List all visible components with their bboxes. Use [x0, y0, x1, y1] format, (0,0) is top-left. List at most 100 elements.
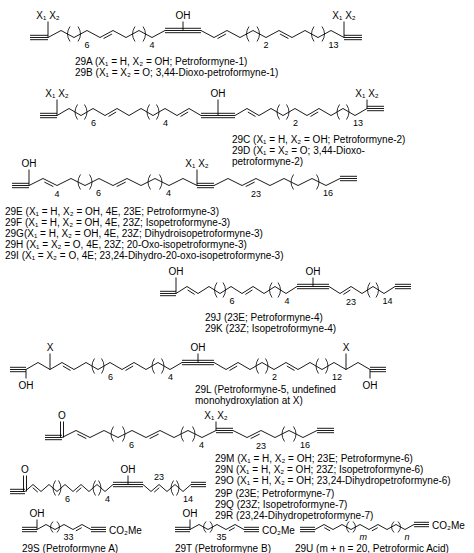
locant-number: 12	[331, 372, 343, 382]
bond-line	[12, 185, 29, 186]
bond-line	[99, 179, 113, 186]
locant-number: 14	[382, 296, 394, 306]
bond-line	[334, 363, 346, 370]
bond-line	[313, 288, 329, 289]
bond-line	[60, 422, 61, 438]
bond-line	[303, 431, 317, 438]
bond-line	[216, 432, 233, 433]
bond-line	[90, 431, 104, 438]
bond-line	[370, 371, 386, 372]
locant-number: 6	[229, 296, 236, 306]
bond-line	[122, 363, 134, 370]
locant-number: m	[359, 532, 369, 542]
bond-line	[104, 34, 112, 38]
repeat-bracket	[291, 175, 294, 190]
compound-caption: 29Q (23Z; Isopetroformyne-7)	[215, 499, 347, 510]
bond-line	[175, 531, 190, 532]
repeat-bracket	[162, 359, 165, 374]
atom-label: X₁ X₂	[354, 88, 379, 99]
bond-line	[218, 117, 235, 118]
compound-caption: 29A (X₁ = H, X₂ = OH; Petroformyne-1)	[75, 56, 247, 67]
locant-number: 33	[63, 532, 75, 542]
bond-line	[48, 31, 61, 38]
bond-line	[351, 287, 362, 294]
bond-line	[110, 363, 122, 370]
bond-line	[197, 185, 214, 186]
atom-label: X₁ X₂	[44, 88, 69, 99]
bond-line	[62, 431, 76, 438]
repeat-bracket	[111, 427, 114, 442]
bond-line	[10, 491, 25, 492]
bond-line	[44, 182, 53, 186]
bond-line	[154, 488, 159, 492]
bond-line	[160, 295, 176, 296]
bond-line	[298, 363, 310, 370]
bond-line	[22, 527, 37, 528]
bond-line	[326, 179, 340, 186]
repeat-bracket	[316, 359, 319, 374]
locant-number: 2	[263, 40, 270, 50]
locant-number: 2	[292, 118, 299, 128]
bond-line	[266, 31, 279, 38]
atom-label: X	[342, 342, 351, 353]
repeat-bracket	[78, 175, 81, 190]
compound-caption: 29P (23E; Petroformyne-7)	[215, 488, 334, 499]
bond-line	[176, 287, 187, 294]
bond-line	[300, 529, 315, 530]
bond-line	[10, 493, 25, 494]
bond-line	[165, 109, 177, 116]
bond-line	[247, 109, 259, 116]
bond-line	[23, 476, 24, 492]
bond-line	[317, 432, 334, 433]
bond-line	[369, 525, 378, 530]
atom-label: OH	[168, 266, 185, 277]
bond-line	[340, 180, 357, 181]
repeat-bracket	[282, 427, 285, 442]
compound-caption: 29K (23Z; Isopetroformyne-4)	[205, 323, 336, 334]
atom-label: OH	[120, 464, 137, 475]
bond-line	[235, 109, 247, 116]
bond-line	[113, 482, 128, 483]
bond-line	[274, 363, 286, 370]
bond-line	[414, 526, 429, 527]
bond-line	[64, 525, 73, 530]
compound-caption: 29H (X₁ = X₂ = O, 4E, 23Z; 20-Oxo-isopet…	[5, 239, 247, 250]
bond-line	[414, 522, 429, 523]
bond-line	[324, 525, 333, 530]
bond-line	[117, 109, 129, 116]
atom-label: OH	[21, 158, 38, 169]
bond-line	[165, 28, 183, 29]
bond-line	[358, 363, 370, 370]
bond-line	[242, 287, 253, 294]
compound-caption: 29S (Petroformyne A)	[22, 543, 118, 553]
repeat-bracket	[204, 522, 207, 533]
locant-number: 4	[165, 188, 172, 198]
bond-line	[244, 527, 259, 528]
bond-line	[340, 287, 351, 294]
bond-line	[286, 363, 298, 370]
bond-line	[152, 31, 165, 38]
bond-line	[108, 112, 116, 116]
bond-line	[244, 531, 259, 532]
bond-line	[292, 31, 305, 38]
repeat-bracket	[57, 522, 60, 533]
bond-line	[159, 485, 167, 492]
repeat-bracket	[53, 481, 56, 496]
bond-line	[125, 366, 133, 370]
bond-line	[26, 476, 27, 492]
bond-lines	[10, 22, 429, 532]
bond-line	[367, 110, 384, 111]
repeat-bracket	[181, 427, 184, 442]
bond-line	[45, 437, 62, 438]
bond-line	[160, 291, 176, 292]
bond-line	[297, 284, 313, 285]
bond-line	[182, 364, 198, 365]
bond-line	[113, 484, 128, 485]
atom-label: OH	[29, 508, 46, 519]
locant-number: 4	[162, 118, 169, 128]
bond-line	[187, 287, 198, 294]
bond-line	[198, 287, 209, 294]
locant-number: 4	[284, 296, 291, 306]
repeat-bracket	[347, 105, 350, 120]
bond-line	[48, 22, 49, 38]
